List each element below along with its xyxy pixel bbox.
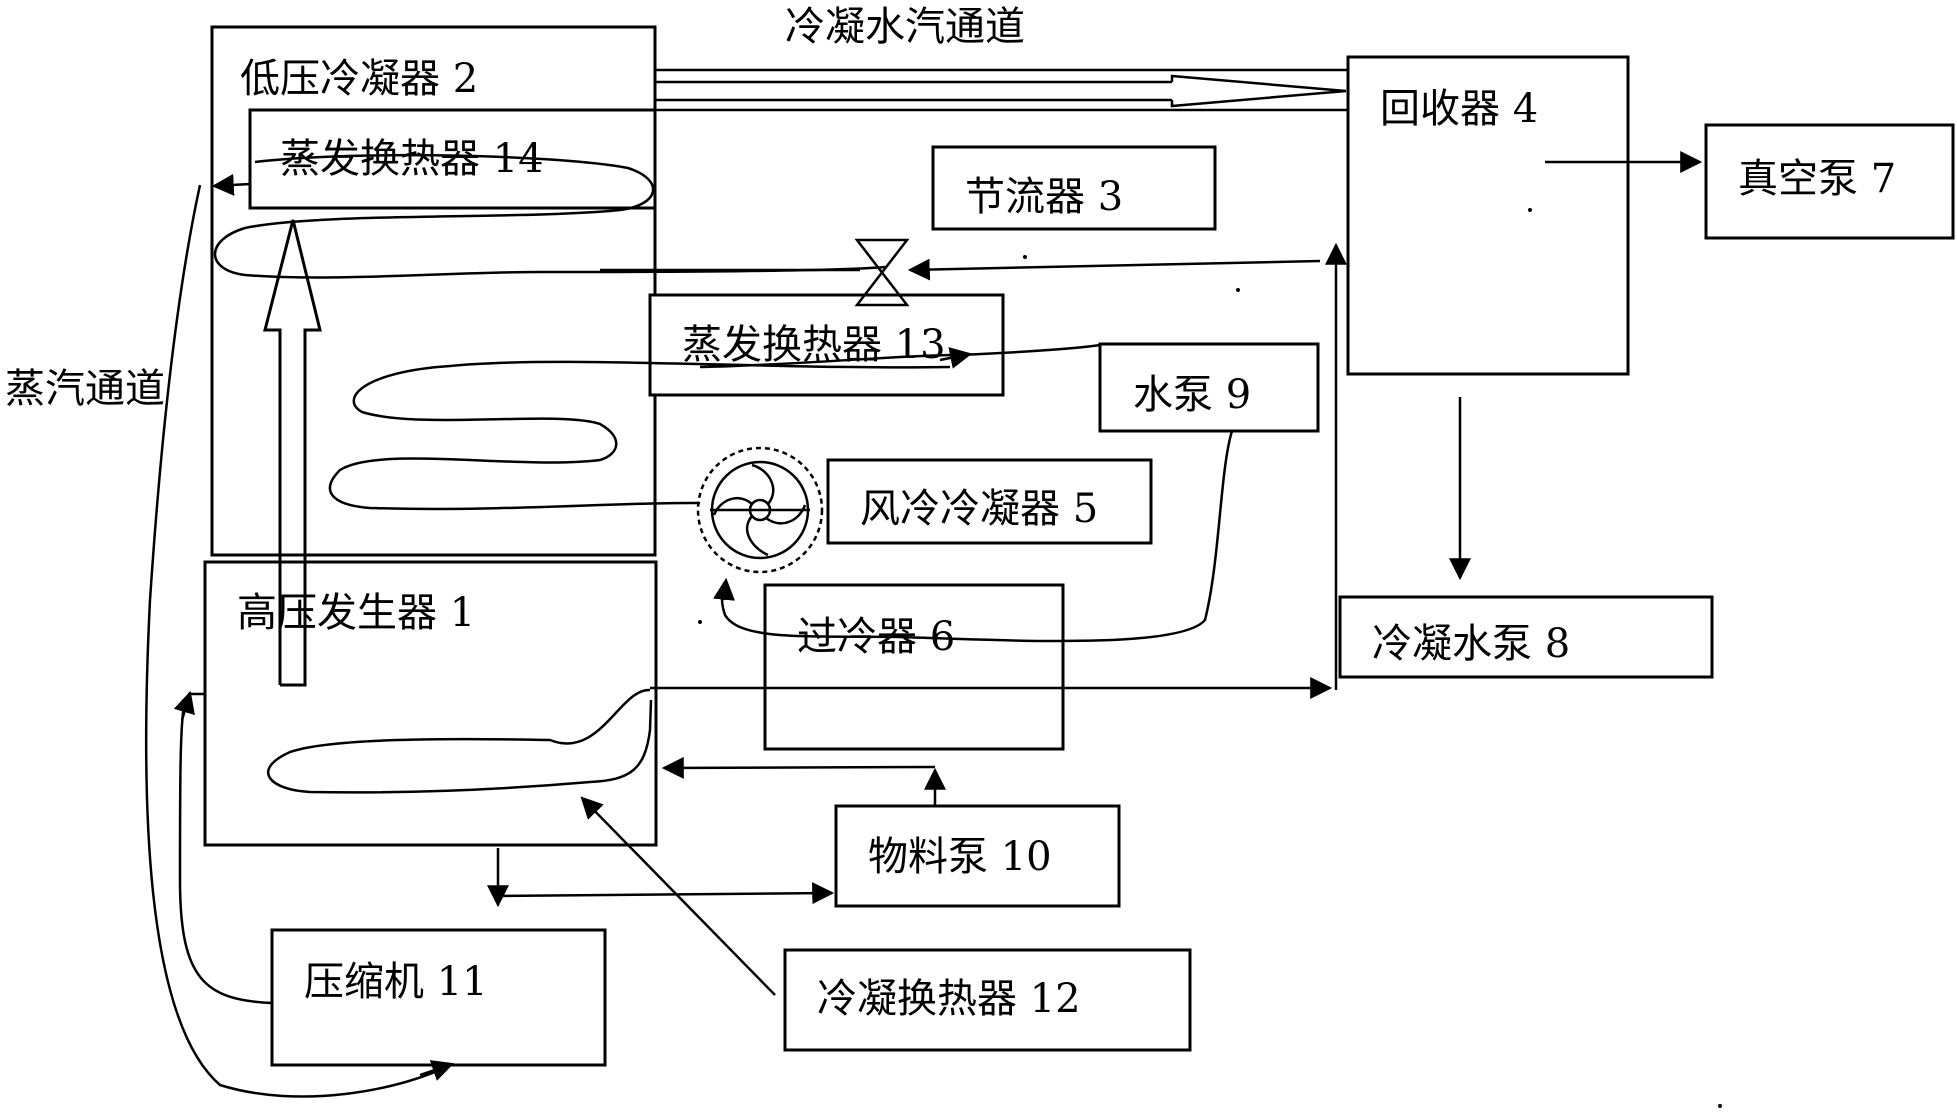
evaporator-hx-14-coil (213, 153, 886, 279)
compressor-box (270, 928, 607, 1067)
water-pump-box (1098, 342, 1320, 433)
recovery-to-throttle-line (907, 258, 1321, 281)
high-pressure-generator-coil (267, 688, 653, 794)
compressor-label: 压缩机 11 (304, 959, 488, 1005)
condensate-vapor-channel-label: 冷凝水汽通道 (785, 4, 1025, 50)
condensate-vapor-channel-arrow (655, 68, 1348, 112)
vacuum-pump-label: 真空泵 7 (1738, 156, 1896, 202)
condensate-pump-label: 冷凝水泵 8 (1372, 621, 1570, 667)
to-material-pump-line (497, 882, 835, 905)
steam-channel-bottom-arrow (419, 1060, 455, 1081)
water-pump-label: 水泵 9 (1133, 372, 1251, 418)
subcooler-label: 过冷器 6 (797, 614, 955, 660)
evap13-to-water-pump-line (699, 343, 1101, 369)
vacuum-pump-box (1704, 123, 1955, 240)
compressor-to-generator-line (178, 699, 273, 1005)
condensing-hx-12-label: 冷凝换热器 12 (817, 976, 1081, 1022)
evaporator-hx-13-label: 蒸发换热器 13 (682, 322, 946, 368)
condensate-pump-box (1338, 595, 1714, 679)
evaporator-hx-14-box (248, 108, 657, 210)
low-pressure-condenser-label: 低压冷凝器 2 (240, 56, 478, 102)
fan-inlet-arrow (713, 577, 735, 601)
air-cooled-condenser-label: 风冷冷凝器 5 (860, 486, 1098, 532)
high-pressure-generator-label: 高压发生器 1 (237, 590, 475, 636)
vapor-rise-hollow-arrow (263, 219, 322, 687)
water-pump-to-subcooler-line (720, 430, 1234, 643)
evap13-arrow (939, 347, 973, 369)
steam-channel-line (144, 184, 449, 1098)
compressor-arrow (173, 690, 195, 721)
evaporator-hx-13-box (648, 293, 1005, 397)
recovery-unit-box (1346, 55, 1630, 376)
steam-channel-top-arrow (211, 173, 251, 196)
steam-channel-label: 蒸汽通道 (5, 366, 165, 412)
dot (1528, 208, 1532, 212)
dot (1023, 255, 1027, 259)
condensing-hx-to-coil-line (580, 796, 776, 996)
throttle-box (931, 145, 1217, 231)
dot (1718, 1104, 1722, 1108)
throttle-label: 节流器 3 (965, 174, 1123, 220)
dot (1236, 288, 1240, 292)
throttle-valve-symbol (854, 238, 910, 307)
air-cooled-condenser-box (826, 458, 1153, 545)
recovery-unit-label: 回收器 4 (1380, 86, 1538, 132)
material-pump-box (834, 804, 1121, 908)
low-pressure-condenser-coil (328, 360, 951, 511)
subcooler-box (763, 583, 1065, 751)
condensing-hx-12-box (783, 948, 1192, 1052)
material-pump-label: 物料泵 10 (868, 834, 1052, 880)
dot (698, 620, 702, 624)
evaporator-hx-14-label: 蒸发换热器 14 (280, 136, 544, 182)
low-pressure-condenser-box (210, 25, 657, 557)
fan-icon (696, 446, 824, 574)
material-pump-to-generator-line (661, 756, 936, 779)
